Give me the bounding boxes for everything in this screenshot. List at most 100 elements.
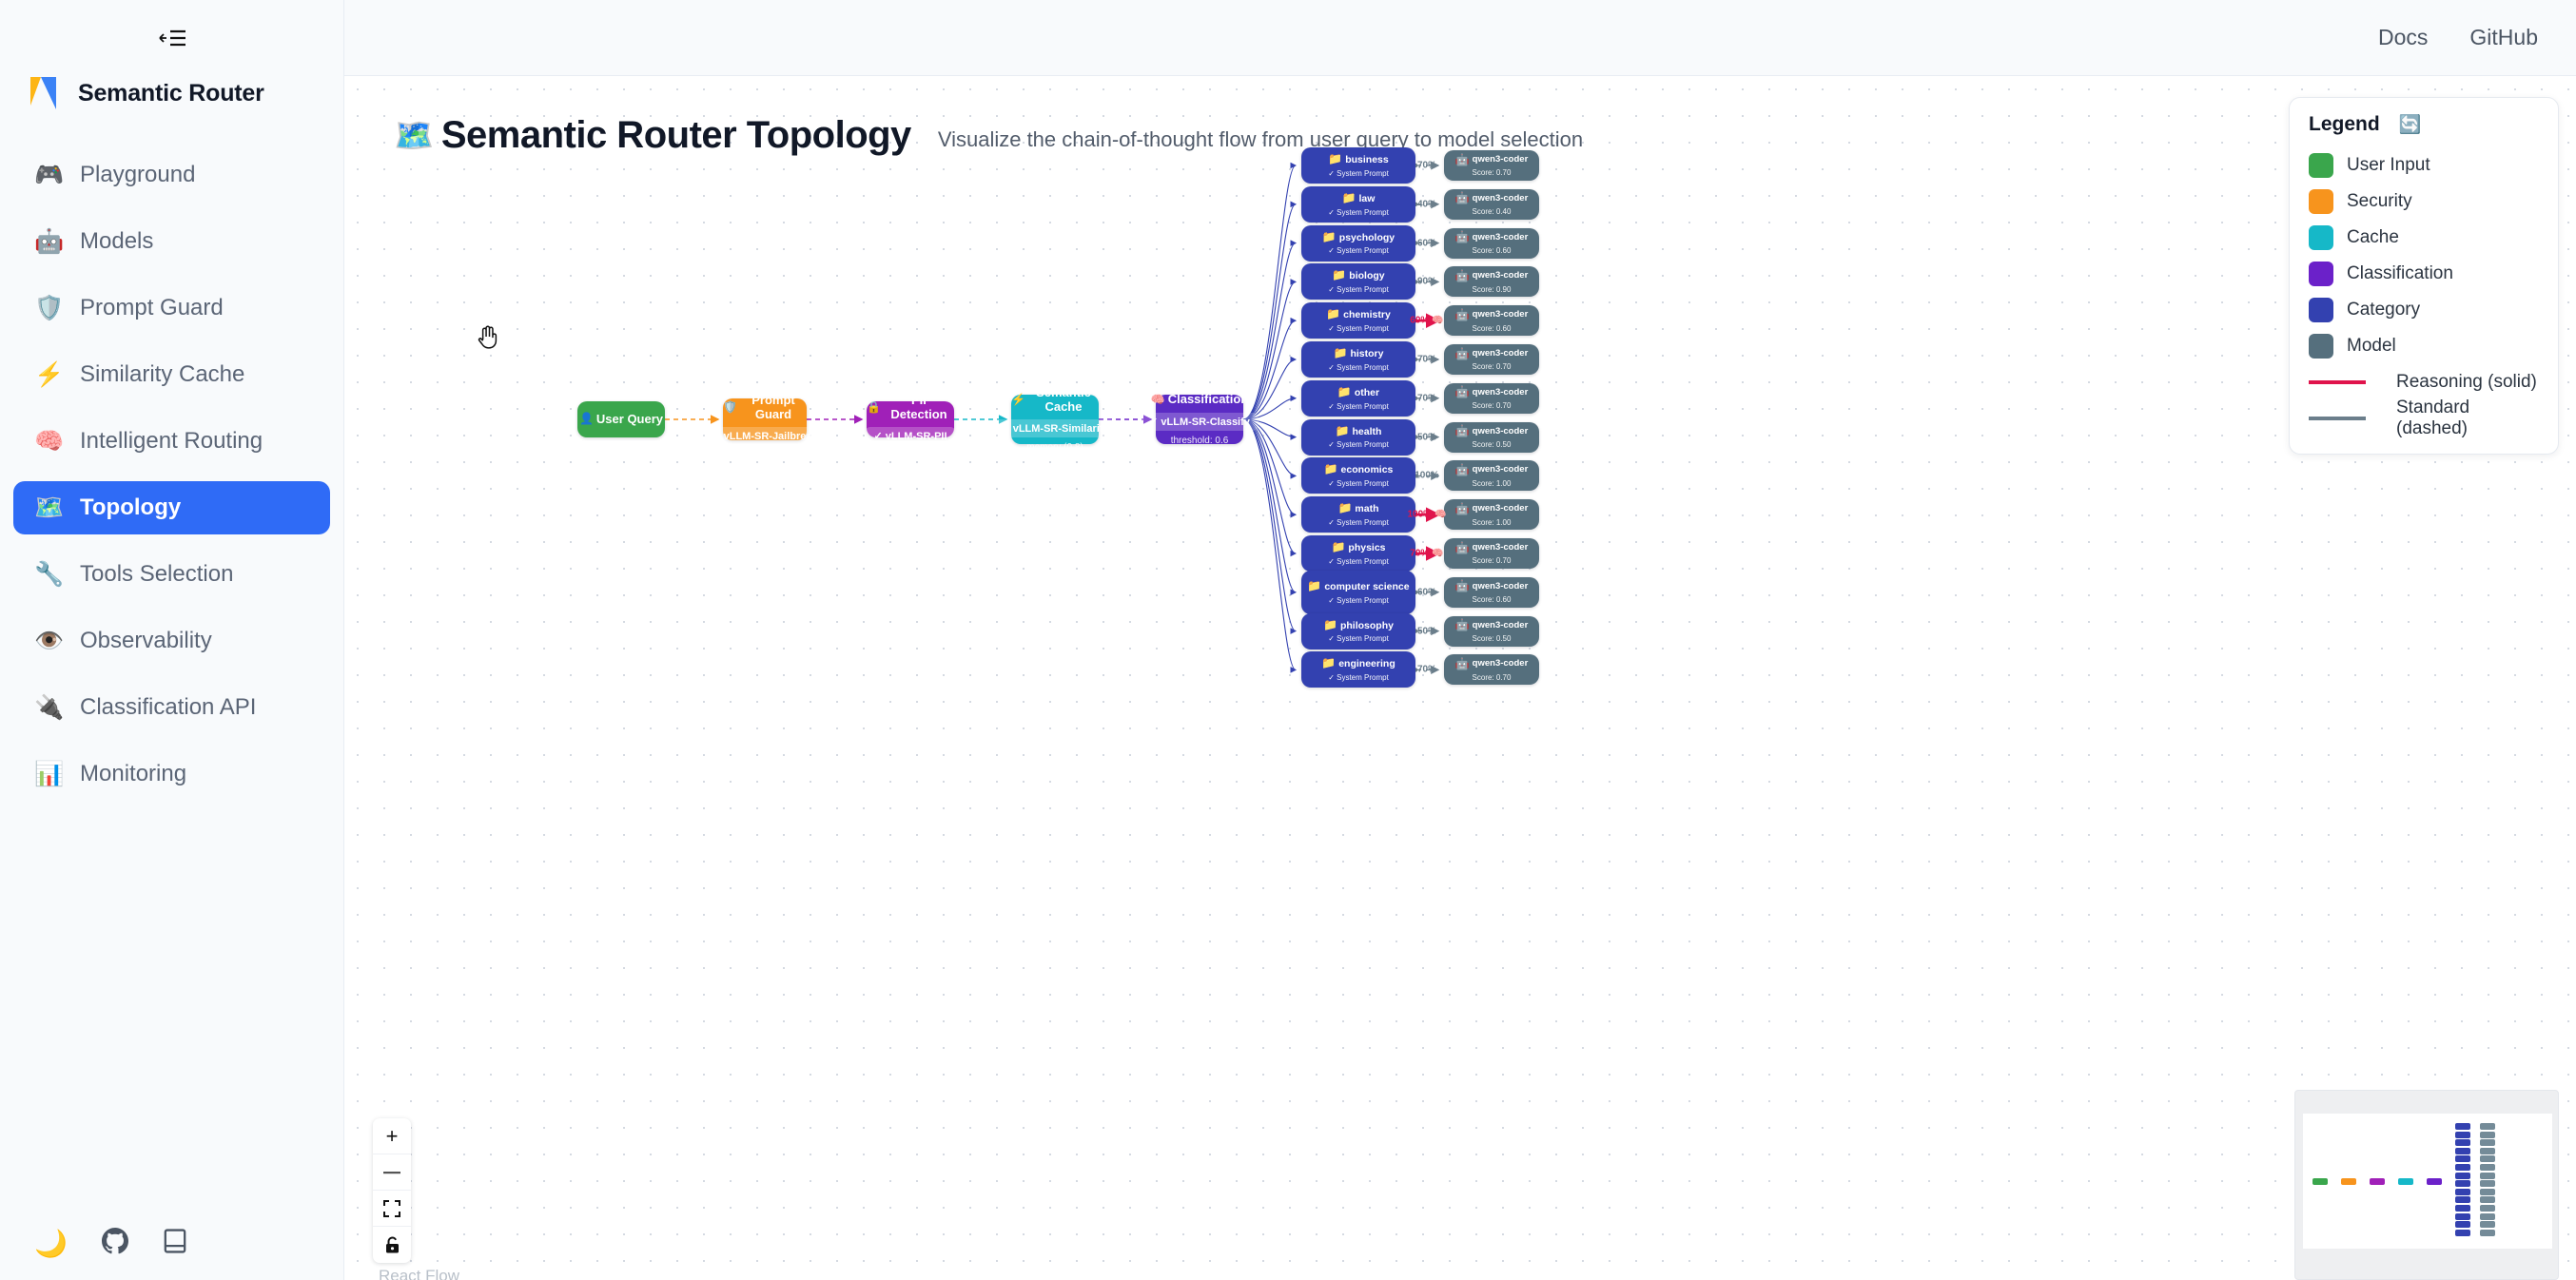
sidebar-item-similarity-cache[interactable]: ⚡Similarity Cache [13,348,330,401]
legend-swatch-icon [2309,262,2333,286]
dark-mode-icon[interactable]: 🌙 [34,1228,68,1258]
category-node-computer-science[interactable]: 📁computer science✓ System Prompt [1301,570,1415,614]
node-title: 📁history [1334,346,1384,360]
system-prompt-label: ✓ System Prompt [1328,634,1389,644]
minimap[interactable] [2294,1090,2559,1280]
folder-icon: 📁 [1337,384,1352,398]
category-node-economics[interactable]: 📁economics✓ System Prompt [1301,457,1415,495]
minimap-node [2455,1205,2470,1212]
node-prompt-guard[interactable]: 🛡️Prompt Guard✓ vLLM-SR-Jailbreak [703,393,827,446]
robot-icon: 🤖 [1454,230,1470,244]
model-name: qwen3-coder [1472,658,1529,669]
node-title: 🤖qwen3-coder [1455,192,1529,205]
lock-button[interactable] [373,1227,411,1263]
topology-canvas[interactable]: 🗺️ Semantic Router Topology Visualize th… [344,76,2576,1280]
topbar: Docs GitHub [344,0,2576,76]
sidebar-item-topology[interactable]: 🗺️Topology [13,481,330,534]
sidebar-item-playground[interactable]: 🎮Playground [13,148,330,202]
edge-label-law: 40% [1417,199,1436,209]
category-node-psychology[interactable]: 📁psychology✓ System Prompt [1301,224,1415,262]
semantic-router-logo-icon [29,77,65,109]
legend-row-classification: Classification [2309,256,2539,292]
model-name: qwen3-coder [1472,270,1529,281]
category-node-biology[interactable]: 📁biology✓ System Prompt [1301,263,1415,301]
lock-icon [385,1236,399,1252]
sidebar-item-observability[interactable]: 👁️Observability [13,614,330,668]
node-pii-detection[interactable]: 🔒PII Detection✓ vLLM-SR-PII [865,393,956,446]
category-node-history[interactable]: 📁history ✓ System Prompt [1301,341,1415,378]
sidebar-item-classification-api[interactable]: 🔌Classification API [13,681,330,734]
robot-icon: 🤖 [1454,540,1470,554]
category-node-physics[interactable]: 📁physics✓ System Prompt [1301,535,1415,572]
refresh-icon[interactable]: 🔄 [2398,115,2422,135]
category-node-chemistry[interactable]: 📁chemistry✓ System Prompt [1301,302,1415,339]
sidebar-item-label: Observability [80,628,212,653]
fit-view-button[interactable] [373,1191,411,1227]
category-node-other[interactable]: 📁other✓ System Prompt [1301,379,1415,417]
model-name: qwen3-coder [1472,464,1529,475]
sidebar-item-models[interactable]: 🤖Models [13,215,330,268]
minimap-node [2455,1229,2470,1236]
sidebar-item-prompt-guard[interactable]: 🛡️Prompt Guard [13,281,330,335]
category-node-health[interactable]: 📁health✓ System Prompt [1301,418,1415,456]
react-flow-attribution[interactable]: React Flow [379,1267,460,1280]
brand[interactable]: Semantic Router [0,68,343,118]
legend-row-security: Security [2309,184,2539,220]
category-node-business[interactable]: 📁business✓ System Prompt [1301,147,1415,184]
model-score: Score: 0.50 [1472,633,1512,643]
flow-graph[interactable]: 👤User Query 🛡️Prompt Guard✓ vLLM-SR-Jailb… [344,76,2576,1280]
system-prompt-label: ✓ System Prompt [1328,673,1389,683]
folder-icon: 📁 [1328,152,1343,166]
model-name: qwen3-coder [1472,619,1529,630]
legend-row-model: Model [2309,328,2539,364]
zoom-in-button[interactable]: + [373,1118,411,1154]
model-score: Score: 0.70 [1472,556,1512,566]
sidebar-item-label: Monitoring [80,761,187,786]
system-prompt-label: ✓ System Prompt [1328,362,1389,372]
zoom-out-button[interactable] [373,1154,411,1191]
edge-percent: 70% [1416,393,1437,404]
github-icon[interactable] [101,1228,128,1259]
node-title: 📁psychology [1322,230,1395,244]
edge-percent: 90% [1416,276,1437,287]
hand-cursor-icon [478,325,498,349]
node-user-query[interactable]: 👤User Query [577,401,665,437]
system-prompt-label: ✓ System Prompt [1328,285,1389,295]
sidebar-item-intelligent-routing[interactable]: 🧠Intelligent Routing [13,415,330,468]
robot-icon: 🤖 [1454,656,1470,670]
category-node-philosophy[interactable]: 📁philosophy✓ System Prompt [1301,612,1415,650]
category-node-math[interactable]: 📁math✓ System Prompt [1301,496,1415,533]
sidebar-item-label: Classification API [80,694,257,720]
system-prompt-label: ✓ System Prompt [1328,479,1389,489]
intelligent-routing-icon: 🧠 [34,427,65,455]
category-node-law[interactable]: 📁law✓ System Prompt [1301,185,1415,223]
sidebar-collapse-icon[interactable] [0,27,343,49]
docs-book-icon[interactable] [163,1228,187,1259]
sidebar-item-monitoring[interactable]: 📊Monitoring [13,747,330,801]
category-node-engineering[interactable]: 📁engineering✓ System Prompt [1301,651,1415,688]
node-title: 🛡️Prompt Guard [723,393,807,422]
system-prompt-label: ✓ System Prompt [1328,440,1389,450]
topbar-link-github[interactable]: GitHub [2469,25,2538,49]
model-score: Score: 0.60 [1472,245,1512,255]
node-title-text: Semantic Cache [1036,384,1091,414]
edge-label-biology: 90% [1417,277,1436,287]
topbar-link-docs[interactable]: Docs [2378,25,2429,49]
sidebar-item-tools-selection[interactable]: 🔧Tools Selection [13,548,330,601]
